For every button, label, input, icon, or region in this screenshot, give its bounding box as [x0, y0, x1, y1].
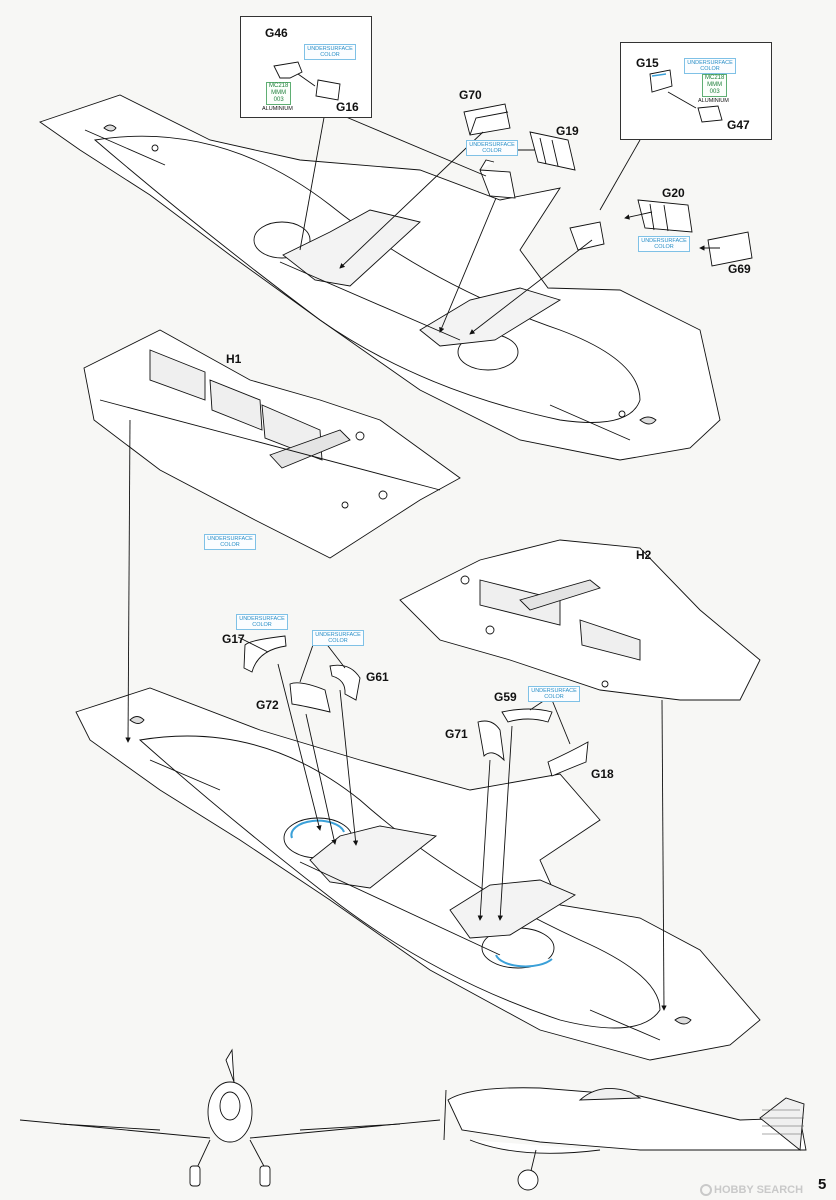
- part-g71: [477, 720, 505, 762]
- side-view: [443, 1087, 807, 1191]
- undersurface-callout-g17: UNDERSURFACE COLOR: [236, 614, 288, 630]
- paint-code-g15: MC218 MMM 003: [702, 74, 728, 97]
- label-h2: H2: [636, 548, 652, 562]
- part-g59: [501, 708, 553, 723]
- part-g-centre: [479, 159, 516, 199]
- label-g72: G72: [256, 698, 279, 712]
- label-g70: G70: [459, 88, 482, 102]
- part-g16: [315, 79, 341, 101]
- part-g19: [529, 131, 576, 171]
- label-g20: G20: [662, 186, 685, 200]
- label-g61: G61: [366, 670, 389, 684]
- label-g19: G19: [556, 124, 579, 138]
- part-h1: [83, 329, 461, 559]
- undersurface-callout-g59: UNDERSURFACE COLOR: [528, 686, 580, 702]
- part-g70: [463, 103, 511, 136]
- watermark-logo-icon: [700, 1184, 712, 1197]
- label-g47: G47: [727, 118, 750, 132]
- wing-lower-half-top: [39, 94, 721, 461]
- undersurface-callout-g20: UNDERSURFACE COLOR: [638, 236, 690, 252]
- inset-box-left: [240, 16, 372, 118]
- undersurface-callout-h1: UNDERSURFACE COLOR: [204, 534, 256, 550]
- paint-name-g46: ALUMINIUM: [262, 106, 293, 112]
- part-g-right: [569, 221, 605, 251]
- paint-name-g15: ALUMINIUM: [698, 98, 729, 104]
- label-g16: G16: [336, 100, 359, 114]
- part-g15: [649, 69, 673, 93]
- label-g46: G46: [265, 26, 288, 40]
- part-g47: [697, 105, 723, 123]
- label-g18: G18: [591, 767, 614, 781]
- watermark-text: HOBBY SEARCH: [714, 1184, 804, 1196]
- label-h1: H1: [226, 352, 242, 366]
- part-g20: [637, 199, 693, 233]
- label-g69: G69: [728, 262, 751, 276]
- part-g69: [707, 231, 753, 267]
- front-view: [19, 1048, 441, 1187]
- wing-lower-half-bottom: [75, 687, 761, 1061]
- undersurface-callout-g61: UNDERSURFACE COLOR: [312, 630, 364, 646]
- label-g15: G15: [636, 56, 659, 70]
- part-g18: [547, 741, 589, 777]
- undersurface-callout-g15: UNDERSURFACE COLOR: [684, 58, 736, 74]
- undersurface-callout-g16: UNDERSURFACE COLOR: [304, 44, 356, 60]
- label-g59: G59: [494, 690, 517, 704]
- part-g72: [289, 682, 331, 713]
- label-g71: G71: [445, 727, 468, 741]
- part-h2: [399, 539, 761, 701]
- page-number: 5: [818, 1176, 827, 1193]
- label-g17: G17: [222, 632, 245, 646]
- part-g46: [273, 61, 303, 79]
- watermark: HOBBY SEARCH: [700, 1184, 804, 1197]
- undersurface-callout-g70: UNDERSURFACE COLOR: [466, 140, 518, 156]
- paint-code-g46: MC218 MMM 003: [266, 82, 292, 105]
